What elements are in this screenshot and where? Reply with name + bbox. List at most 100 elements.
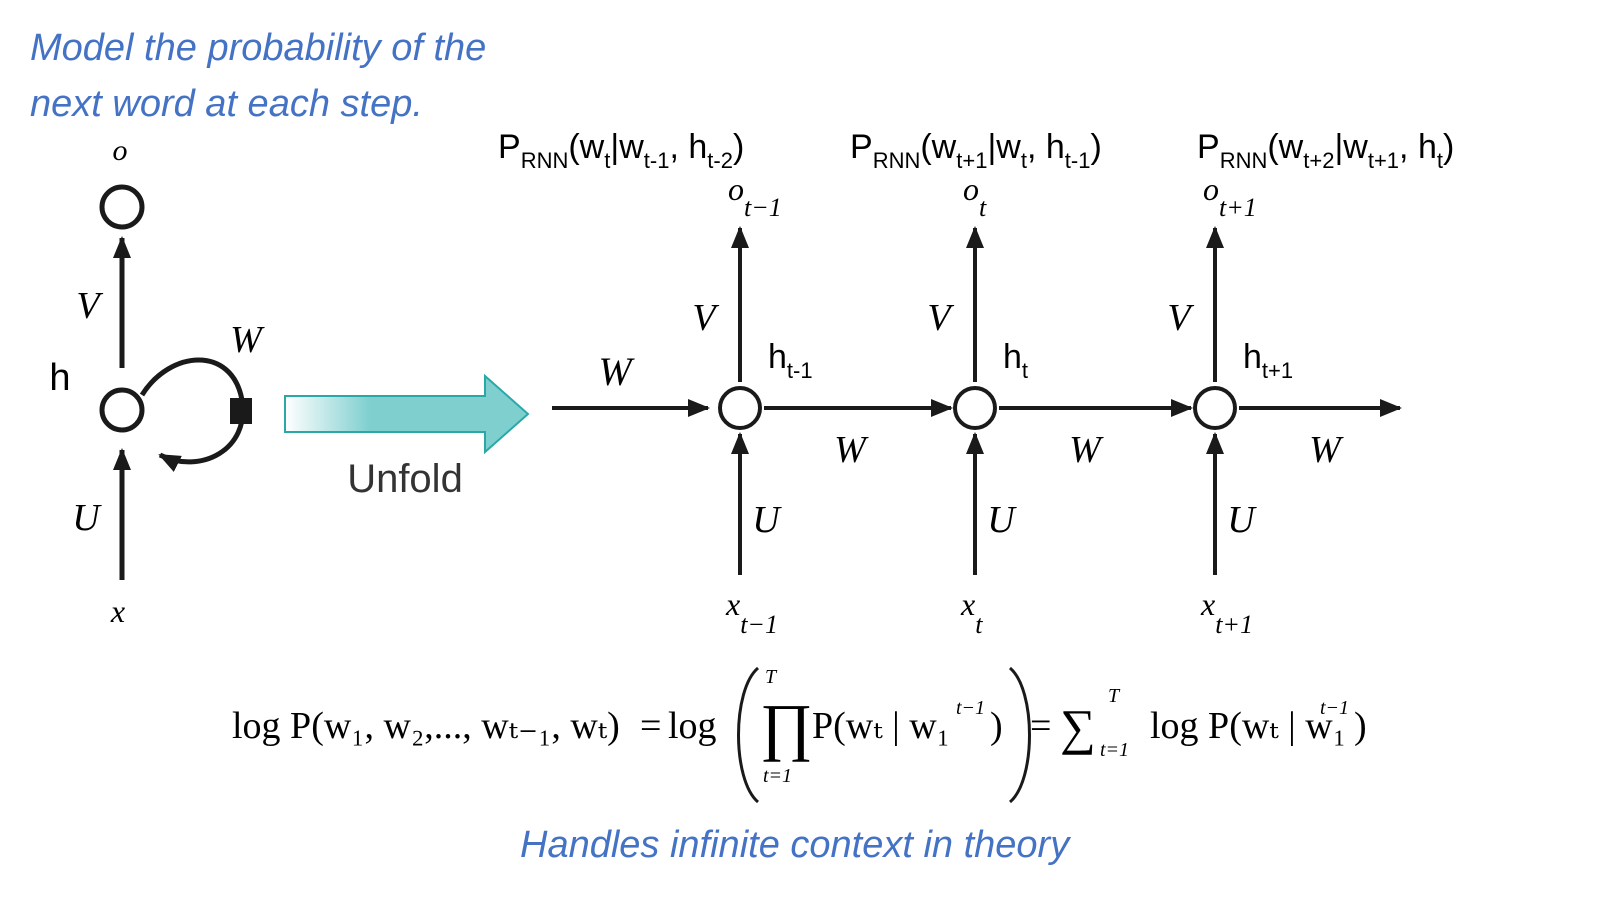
- step-1-hidden-h: h: [768, 338, 787, 376]
- log-likelihood-formula: log P(w₁, w₂,..., wₜ₋₁, wₜ) = log T ∏ t=…: [232, 666, 1367, 804]
- step-2-output-o: o: [963, 171, 979, 207]
- step-3-prob-close: ): [1443, 128, 1454, 166]
- step-1-prob-close: ): [733, 128, 744, 166]
- step-2-input-label: xt: [960, 586, 983, 639]
- step-2-V-label: V: [927, 297, 954, 339]
- step-2-hidden-label: ht: [1003, 338, 1028, 383]
- unfold-label: Unfold: [347, 457, 463, 501]
- step-3-input-x: x: [1200, 586, 1215, 622]
- top-caption: Model the probability of the next word a…: [30, 20, 486, 132]
- step-2-prob-P: P: [850, 128, 873, 166]
- step-3-prob-P: P: [1197, 128, 1220, 166]
- step-1-prob-w-sub: t: [604, 148, 610, 173]
- step-3-prob-sub: RNN: [1220, 148, 1268, 173]
- step-1-prob-cond-h: , h: [669, 128, 707, 166]
- formula-lhs: log P(w₁, w₂,..., wₜ₋₁, wₜ): [232, 705, 620, 747]
- step-2-prob-cond-h: , h: [1027, 128, 1065, 166]
- step-3-U-label: U: [1227, 499, 1257, 541]
- step-2-prob-w: (w: [920, 128, 956, 166]
- folded-U-label: U: [72, 497, 102, 539]
- step-2-prob-cond-w: |w: [987, 128, 1021, 166]
- formula-rhs-close: ): [1354, 705, 1367, 747]
- step-1-input-x: x: [725, 586, 740, 622]
- step-1-V-label: V: [692, 297, 719, 339]
- step-2-prob-sub: RNN: [873, 148, 921, 173]
- step-3-input-sub: t+1: [1215, 610, 1253, 639]
- step-3-hidden-label: ht+1: [1243, 338, 1293, 383]
- folded-output-node: [99, 184, 145, 230]
- step-3-prob-cond-h: , h: [1399, 128, 1437, 166]
- step-3-input-label: xt+1: [1200, 586, 1253, 639]
- step-2-output-sub: t: [979, 193, 987, 222]
- step-1-input-sub: t−1: [740, 610, 778, 639]
- formula-prod: ∏: [760, 691, 813, 762]
- step-1-hidden-label: ht-1: [768, 338, 813, 383]
- step-1-prob-cond-w: |w: [610, 128, 644, 166]
- step-2-U-label: U: [987, 499, 1017, 541]
- step-2-hidden-node: [953, 386, 997, 430]
- folded-W-label: W: [230, 319, 265, 361]
- formula-sum: ∑: [1060, 699, 1096, 755]
- step-3-hidden-node: [1193, 386, 1237, 430]
- formula-prod-lower: t=1: [763, 765, 792, 787]
- folded-V-label: V: [76, 285, 103, 327]
- step-2-input-sub: t: [975, 610, 983, 639]
- input-W-label: W: [598, 349, 635, 394]
- step-1-output-sub: t−1: [744, 193, 782, 222]
- step-2-hidden-h: h: [1003, 338, 1022, 376]
- folded-hidden-label: h: [49, 357, 70, 399]
- step-1-prob-P: P: [498, 128, 521, 166]
- step-1-W-label: W: [834, 429, 869, 471]
- formula-rhs-sup: t−1: [1320, 697, 1349, 719]
- folded-input-label: x: [110, 593, 125, 629]
- step-3-prob-label: PRNN(wt+2|wt+1, ht): [1197, 128, 1454, 173]
- step-3-prob-cond-w: |w: [1334, 128, 1368, 166]
- step-3-prob-w-sub: t+2: [1303, 148, 1334, 173]
- formula-inner: P(wₜ | w₁: [812, 705, 950, 747]
- formula-eq1: =: [640, 705, 661, 747]
- step-3-output-o: o: [1203, 171, 1219, 207]
- step-2-prob-label: PRNN(wt+1|wt, ht-1): [850, 128, 1102, 173]
- step-2-input-x: x: [960, 586, 975, 622]
- step-2-prob-close: ): [1090, 128, 1101, 166]
- step-3-output-sub: t+1: [1219, 193, 1257, 222]
- unfold-arrow-shape: [284, 373, 530, 455]
- formula-eq2: =: [1030, 705, 1051, 747]
- folded-rnn: o V h W U x: [49, 134, 265, 629]
- formula-rhs: log P(wₜ | w₁: [1150, 705, 1346, 747]
- step-3-hidden-h: h: [1243, 338, 1262, 376]
- step-1-hidden-sub: t-1: [787, 358, 813, 383]
- step-1-output-o: o: [728, 171, 744, 207]
- unfold-arrow: Unfold: [284, 373, 530, 501]
- top-caption-line-1: Model the probability of the: [30, 27, 487, 69]
- step-1-prob-cond-w-sub: t-1: [644, 148, 670, 173]
- folded-output-label: o: [113, 134, 128, 167]
- step-1-U-label: U: [752, 499, 782, 541]
- step-1-prob-cond-h-sub: t-2: [707, 148, 733, 173]
- step-2-prob-cond-w-sub: t: [1021, 148, 1027, 173]
- formula-log: log: [668, 705, 717, 747]
- step-1-prob-label: PRNN(wt|wt-1, ht-2): [498, 128, 744, 173]
- formula-left-paren: [737, 666, 760, 804]
- formula-sum-upper: T: [1108, 685, 1121, 707]
- delay-square: [230, 398, 252, 424]
- step-2-prob-w-sub: t+1: [956, 148, 987, 173]
- formula-inner-close: ): [990, 705, 1003, 747]
- formula-prod-upper: T: [765, 666, 778, 688]
- formula-right-paren: [1008, 666, 1031, 804]
- folded-W-loop: [139, 357, 246, 472]
- step-3-output-label: ot+1: [1203, 171, 1257, 222]
- top-caption-line-2: next word at each step.: [30, 83, 423, 125]
- step-3-hidden-sub: t+1: [1262, 358, 1293, 383]
- step-3-prob-cond-h-sub: t: [1437, 148, 1443, 173]
- unfolded-steps: PRNN(wt|wt-1, ht-2)ot−1Vht-1WUxt−1PRNN(w…: [498, 128, 1454, 639]
- bottom-caption: Handles infinite context in theory: [520, 824, 1070, 866]
- step-1-prob-sub: RNN: [521, 148, 569, 173]
- step-1-hidden-node: [718, 386, 762, 430]
- step-2-hidden-sub: t: [1022, 358, 1028, 383]
- step-3-prob-cond-w-sub: t+1: [1368, 148, 1399, 173]
- step-3-V-label: V: [1167, 297, 1194, 339]
- step-3-W-label: W: [1309, 429, 1344, 471]
